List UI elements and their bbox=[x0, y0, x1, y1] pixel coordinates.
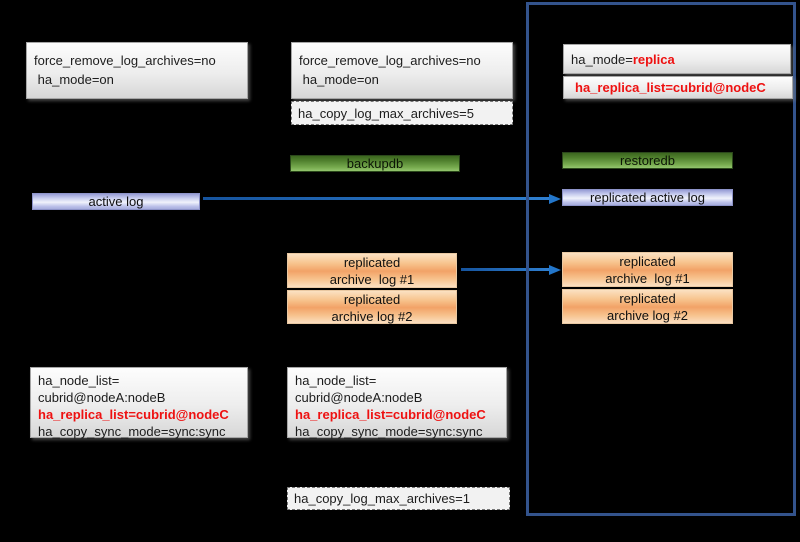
settings-line-replica-list: ha_replica_list=cubrid@nodeC bbox=[295, 407, 486, 422]
slave-replicated-archive-log-1: replicated archive log #1 bbox=[287, 253, 457, 288]
master-active-log-bar: active log bbox=[32, 193, 200, 210]
replica-ha-mode-box: ha_mode=replica bbox=[563, 44, 791, 74]
master-config-box: force_remove_log_archives=no ha_mode=on bbox=[26, 42, 248, 99]
slave-settings-box: ha_node_list= cubrid@nodeA:nodeB ha_repl… bbox=[287, 367, 507, 439]
replica-node-frame bbox=[526, 2, 796, 516]
archive-log-replication-arrowhead bbox=[549, 265, 561, 275]
settings-line: ha_node_list= bbox=[295, 373, 377, 388]
slave-config-box: force_remove_log_archives=no ha_mode=on bbox=[291, 42, 513, 99]
settings-line: ha_copy_sync_mode=sync:sync bbox=[38, 424, 226, 439]
slave-copy-log-max-top-box: ha_copy_log_max_archives=5 bbox=[291, 101, 513, 125]
replica-replicated-active-log-bar: replicated active log bbox=[562, 189, 733, 206]
settings-line: ha_node_list= bbox=[38, 373, 120, 388]
replica-replicated-archive-log-1: replicated archive log #1 bbox=[562, 252, 733, 287]
active-log-replication-arrow bbox=[203, 197, 550, 200]
slave-replicated-archive-log-2: replicated archive log #2 bbox=[287, 290, 457, 324]
ha-mode-prefix: ha_mode= bbox=[571, 51, 633, 67]
replica-replicated-archive-log-2: replicated archive log #2 bbox=[562, 289, 733, 324]
settings-line: cubrid@nodeA:nodeB bbox=[38, 390, 166, 405]
settings-line: cubrid@nodeA:nodeB bbox=[295, 390, 423, 405]
restoredb-button: restoredb bbox=[562, 152, 733, 169]
master-settings-box: ha_node_list= cubrid@nodeA:nodeB ha_repl… bbox=[30, 367, 248, 439]
backupdb-button: backupdb bbox=[290, 155, 460, 172]
slave-copy-log-max-bottom-box: ha_copy_log_max_archives=1 bbox=[287, 487, 510, 510]
active-log-replication-arrowhead bbox=[549, 194, 561, 204]
settings-line: ha_copy_sync_mode=sync:sync bbox=[295, 424, 483, 439]
replica-list-box: ha_replica_list=cubrid@nodeC bbox=[563, 76, 793, 99]
settings-line-replica-list: ha_replica_list=cubrid@nodeC bbox=[38, 407, 229, 422]
archive-log-replication-arrow bbox=[461, 268, 550, 271]
ha-mode-value: replica bbox=[632, 51, 675, 67]
